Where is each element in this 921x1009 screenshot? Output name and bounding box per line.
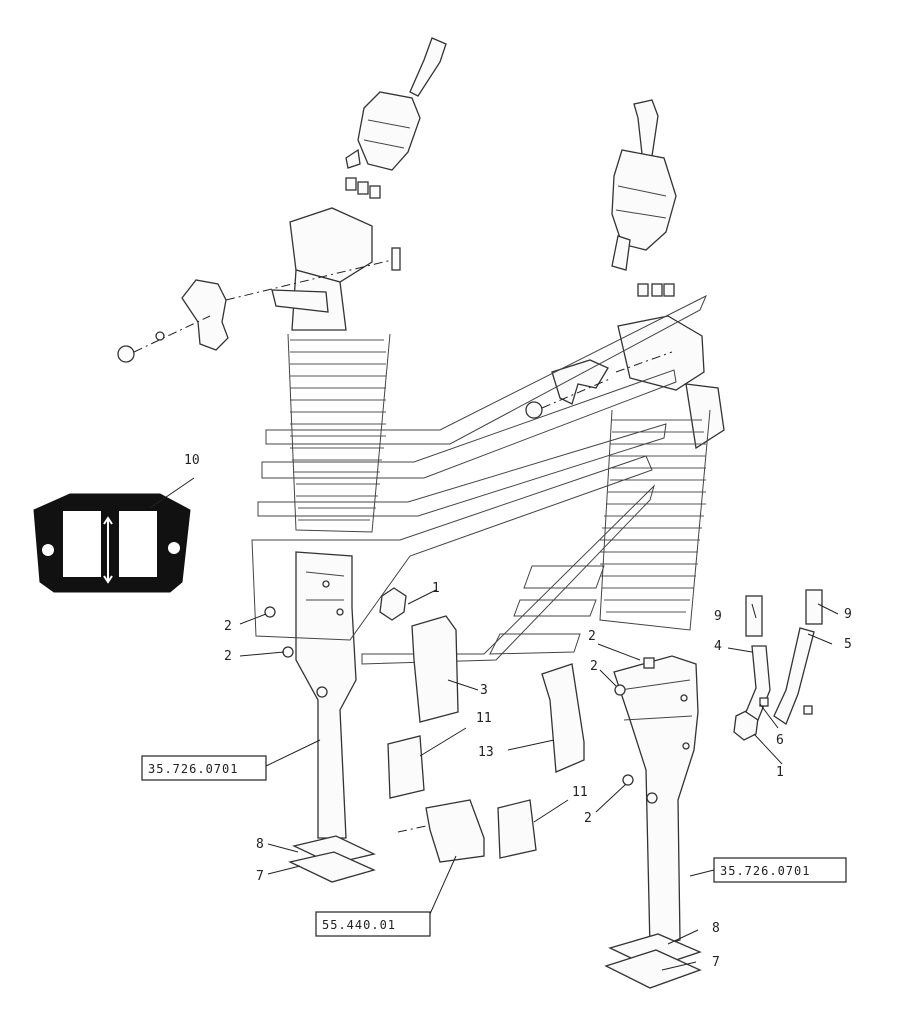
right-axis-dash [541, 351, 673, 409]
power-socket [425, 799, 485, 863]
callout-9a: 9 [714, 609, 722, 624]
callout-1b: 1 [776, 765, 784, 780]
left-axis-dash [133, 259, 393, 353]
callout-4: 4 [714, 639, 722, 654]
switch-left [379, 587, 407, 621]
callout-5: 5 [844, 637, 852, 652]
right-bellows [599, 409, 711, 631]
cover-3 [411, 615, 459, 723]
callout-2a: 2 [224, 619, 232, 634]
right-console [599, 315, 725, 631]
ref-left-text: 35.726.0701 [148, 762, 238, 776]
screw-6b [803, 705, 813, 715]
right-handrest [525, 359, 609, 419]
panel-outlines [251, 294, 707, 665]
right-seal-rings [604, 933, 702, 989]
screw-2d [614, 684, 626, 696]
ref-box-left: 35.726.0701 [141, 755, 267, 781]
cover-13 [541, 663, 585, 773]
ref-box-right: 35.726.0701 [713, 857, 847, 883]
callouts: 10 1 1 2 2 2 2 2 3 4 5 6 7 7 8 8 9 9 11 … [184, 453, 852, 970]
plug-11-left [387, 735, 425, 799]
screw-6a [759, 697, 769, 707]
display-unit [33, 493, 191, 593]
callout-11b: 11 [572, 785, 588, 800]
screw-2a [264, 606, 276, 618]
ref-right-text: 35.726.0701 [720, 864, 810, 878]
screw-2c [643, 657, 655, 669]
plug-11-right [497, 799, 537, 859]
pipe-4 [745, 645, 771, 721]
callout-2d: 2 [590, 659, 598, 674]
left-handrest [117, 279, 229, 363]
callout-2c: 2 [588, 629, 596, 644]
ref-bottom-text: 55.440.01 [322, 918, 396, 932]
callout-8b: 8 [712, 921, 720, 936]
right-joystick [611, 99, 677, 297]
left-joystick [345, 37, 447, 199]
socket-screw-dash [397, 825, 427, 833]
callout-1a: 1 [432, 581, 440, 596]
callout-6: 6 [776, 733, 784, 748]
left-console [271, 207, 401, 533]
sleeve-9-right [805, 589, 823, 625]
screw-2e [622, 774, 634, 786]
left-seal-rings [288, 835, 376, 883]
callout-10: 10 [184, 453, 200, 468]
screw-2b [282, 646, 294, 658]
sleeve-9-left [745, 595, 763, 637]
callout-13: 13 [478, 745, 494, 760]
callout-3: 3 [480, 683, 488, 698]
ref-box-bottom: 55.440.01 [315, 911, 431, 937]
callout-7a: 7 [256, 869, 264, 884]
right-column [613, 655, 699, 949]
left-column [295, 551, 357, 839]
leader-lines [149, 477, 839, 971]
callout-9b: 9 [844, 607, 852, 622]
callout-11a: 11 [476, 711, 492, 726]
pipe-5 [773, 627, 815, 725]
callout-8a: 8 [256, 837, 264, 852]
callout-7b: 7 [712, 955, 720, 970]
callout-2e: 2 [584, 811, 592, 826]
callout-2b: 2 [224, 649, 232, 664]
left-bellows [287, 333, 391, 533]
